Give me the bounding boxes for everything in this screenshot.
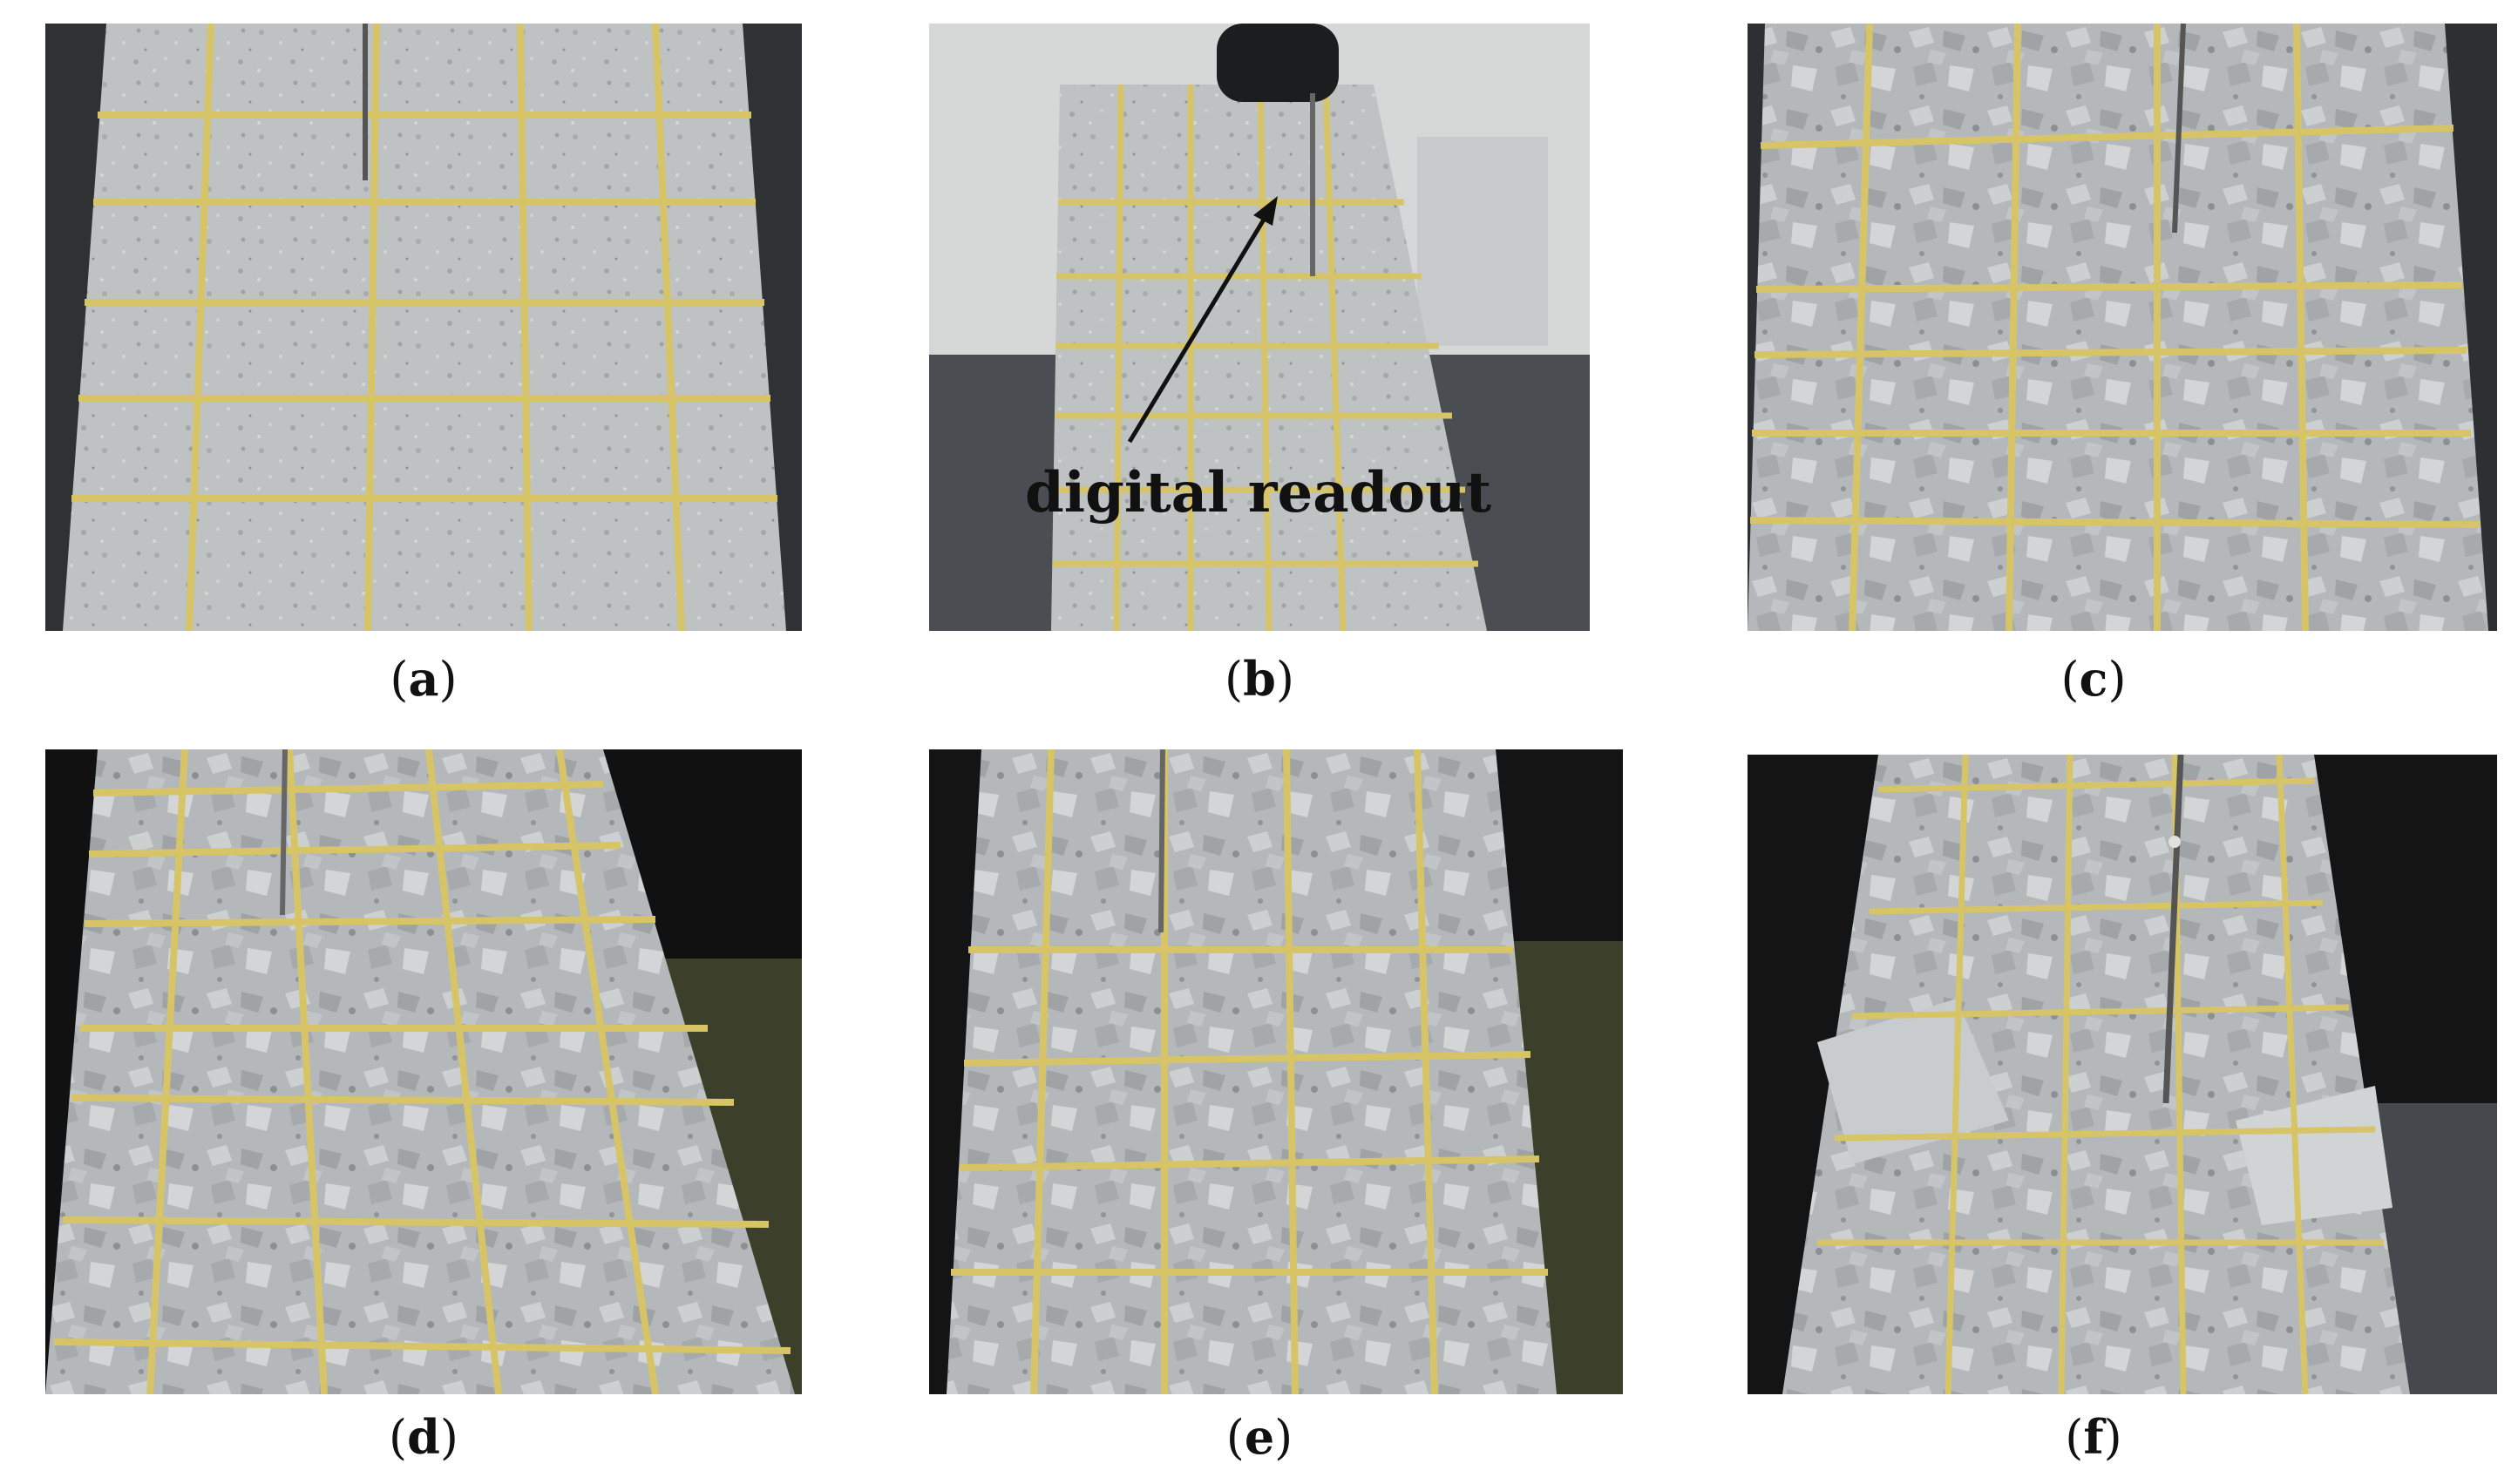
specimen-photo-f [1748, 755, 2497, 1394]
specimen-photo-b: digital readout [929, 24, 1590, 631]
caption-f: (f) [2065, 1409, 2122, 1465]
photo-panel-c [1748, 24, 2497, 631]
caption-a: (a) [390, 651, 458, 707]
annotation-arrow [1127, 209, 1272, 444]
photo-panel-a [45, 24, 802, 631]
caption-c: (c) [2060, 651, 2127, 707]
photo-panel-d [45, 749, 802, 1394]
caption-d: (d) [389, 1409, 458, 1465]
specimen-photo-e [929, 749, 1623, 1394]
photo-panel-f [1748, 755, 2497, 1394]
photo-panel-e [929, 749, 1623, 1394]
specimen-photo-d [45, 749, 802, 1394]
specimen-photo-c [1748, 24, 2497, 631]
digital-readout-device-icon [1217, 24, 1339, 102]
specimen-photo-a [45, 24, 802, 631]
annotation-label: digital readout [1025, 460, 1492, 525]
caption-b: (b) [1225, 651, 1294, 707]
caption-e: (e) [1225, 1409, 1293, 1465]
photo-panel-b: digital readout [929, 24, 1590, 631]
